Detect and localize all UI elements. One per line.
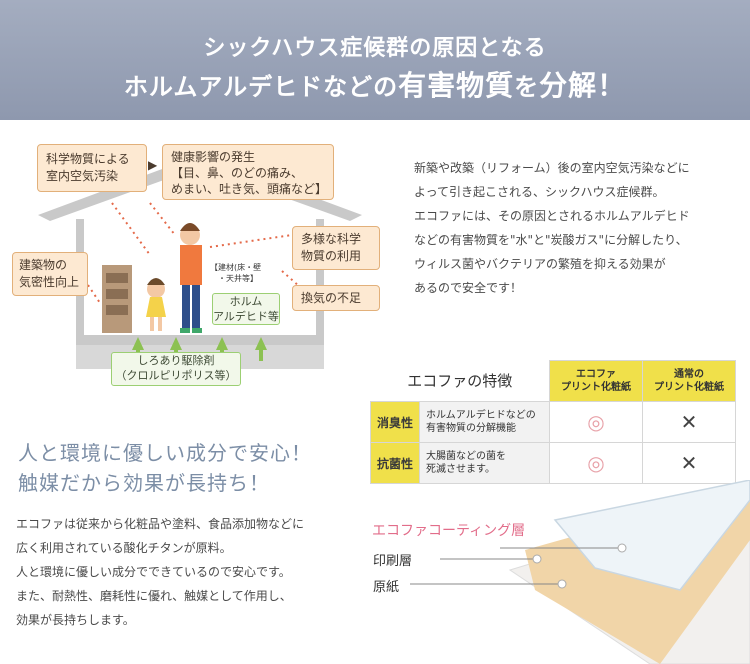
layer-illustration bbox=[410, 480, 750, 664]
intro-paragraph: 新築や改築（リフォーム）後の室内空気汚染などに よって引き起こされる、シックハウ… bbox=[414, 156, 744, 300]
row-desc-line: 有害物質の分解機能 bbox=[426, 423, 516, 434]
intro-line: よって引き起こされる、シックハウス症候群。 bbox=[414, 185, 665, 199]
body-paragraph: エコファは従来から化粧品や塗料、食品添加物などに 広く利用されている酸化チタンが… bbox=[16, 512, 356, 632]
formaldehyde-line-1: ホルム bbox=[229, 295, 263, 308]
intro-line: ウィルス菌やバクテリアの繁殖を抑える効果が bbox=[414, 257, 666, 271]
various-chem-box: 多様な科学 物質の利用 bbox=[292, 226, 380, 270]
banner-line-2: ホルムアルデヒドなどの有害物質を分解！ bbox=[0, 64, 750, 104]
intro-line: エコファには、その原因とされるホルムアルデヒド bbox=[414, 209, 690, 223]
material-note: 【建材(床・壁 ・天井等】 bbox=[210, 262, 261, 284]
house-illustration bbox=[38, 155, 362, 369]
double-circle-icon: ◎ bbox=[549, 401, 643, 443]
airtight-line-1: 建築物の bbox=[19, 258, 68, 272]
banner-emphasis-1: 有害物質 bbox=[398, 69, 515, 102]
chem-pollution-box: 科学物質による 室内空気汚染 bbox=[37, 144, 147, 192]
health-line-2: 【目、鼻、のどの痛み、 bbox=[171, 166, 304, 180]
coating-layer-label: エコファコーティング層 bbox=[372, 523, 526, 539]
intro-line: あるので安全です！ bbox=[414, 281, 523, 295]
col-ecofa-line-1: エコファ bbox=[576, 369, 616, 380]
airtight-line-2: 気密性向上 bbox=[19, 275, 80, 289]
col-normal-line-2: プリント化粧紙 bbox=[654, 382, 724, 393]
various-line-1: 多様な科学 bbox=[301, 232, 362, 246]
body-line: 人と環境に優しい成分でできているので安心です。 bbox=[16, 565, 291, 579]
ventilation-box: 換気の不足 bbox=[292, 285, 380, 311]
termite-line-2: （クロルピリポリス等） bbox=[115, 369, 237, 382]
arrow-right-icon: ▶ bbox=[148, 158, 158, 172]
termite-agent-box: しろあり駆除剤 （クロルピリポリス等） bbox=[111, 352, 241, 386]
row-desc-line: 大腸菌などの菌を bbox=[426, 451, 506, 462]
banner-text-pre: ホルムアルデヒドなどの bbox=[123, 73, 399, 101]
formaldehyde-box: ホルム アルデヒド等 bbox=[212, 293, 280, 325]
airtight-box: 建築物の 気密性向上 bbox=[12, 252, 88, 296]
cross-icon: ✕ bbox=[642, 401, 736, 443]
body-line: 効果が長持ちします。 bbox=[16, 613, 135, 627]
body-line: また、耐熱性、磨耗性に優れ、触媒として作用し、 bbox=[16, 589, 292, 603]
cross-icon: ✕ bbox=[642, 442, 736, 484]
health-line-1: 健康影響の発生 bbox=[171, 150, 256, 164]
body-line: エコファは従来から化粧品や塗料、食品添加物などに bbox=[16, 517, 305, 531]
feature-table: エコファの特徴 エコファ プリント化粧紙 通常の プリント化粧紙 消臭性 ホルム… bbox=[370, 360, 736, 484]
health-line-3: めまい、吐き気、頭痛など】 bbox=[171, 182, 328, 196]
chem-line-2: 室内空気汚染 bbox=[46, 169, 119, 183]
termite-line-1: しろあり駆除剤 bbox=[137, 354, 215, 367]
row-desc: 大腸菌などの菌を 死滅させます。 bbox=[419, 442, 550, 484]
intro-line: などの有害物質を"水"と"炭酸ガス"に分解したり、 bbox=[414, 233, 688, 247]
col-ecofa-line-2: プリント化粧紙 bbox=[561, 382, 631, 393]
row-desc-line: 死滅させます。 bbox=[426, 464, 495, 475]
body-line: 広く利用されている酸化チタンが原料。 bbox=[16, 541, 232, 555]
print-layer-label: 印刷層 bbox=[373, 554, 413, 569]
table-row: 抗菌性 大腸菌などの菌を 死滅させます。 ◎ ✕ bbox=[370, 442, 736, 484]
banner-text-mid: を bbox=[514, 73, 540, 101]
material-line-1: 【建材(床・壁 bbox=[210, 263, 262, 272]
various-line-2: 物質の利用 bbox=[301, 249, 362, 263]
intro-line: 新築や改築（リフォーム）後の室内空気汚染などに bbox=[414, 161, 690, 175]
row-label: 抗菌性 bbox=[370, 442, 420, 484]
safety-heading: 人と環境に優しい成分で安心！ 触媒だから効果が長持ち！ bbox=[18, 438, 312, 498]
col-ecofa-header: エコファ プリント化粧紙 bbox=[549, 360, 643, 402]
row-desc-line: ホルムアルデヒドなどの bbox=[426, 410, 536, 421]
table-row: 消臭性 ホルムアルデヒドなどの 有害物質の分解機能 ◎ ✕ bbox=[370, 401, 736, 443]
col-normal-header: 通常の プリント化粧紙 bbox=[642, 360, 736, 402]
header-banner: シックハウス症候群の原因となる ホルムアルデヒドなどの有害物質を分解！ bbox=[0, 0, 750, 120]
row-label: 消臭性 bbox=[370, 401, 420, 443]
row-desc: ホルムアルデヒドなどの 有害物質の分解機能 bbox=[419, 401, 550, 443]
col-normal-line-1: 通常の bbox=[674, 369, 704, 380]
double-circle-icon: ◎ bbox=[549, 442, 643, 484]
base-paper-label: 原紙 bbox=[373, 580, 400, 595]
heading-line-1: 人と環境に優しい成分で安心！ bbox=[18, 441, 312, 465]
table-title: エコファの特徴 bbox=[407, 372, 513, 391]
chem-line-1: 科学物質による bbox=[46, 152, 130, 166]
health-effect-box: 健康影響の発生 【目、鼻、のどの痛み、 めまい、吐き気、頭痛など】 bbox=[162, 144, 334, 200]
banner-line-1: シックハウス症候群の原因となる bbox=[203, 36, 547, 61]
formaldehyde-line-2: アルデヒド等 bbox=[213, 310, 279, 323]
material-line-2: ・天井等】 bbox=[218, 274, 258, 283]
banner-emphasis-2: 分解！ bbox=[539, 69, 627, 102]
heading-line-2: 触媒だから効果が長持ち！ bbox=[18, 471, 270, 495]
